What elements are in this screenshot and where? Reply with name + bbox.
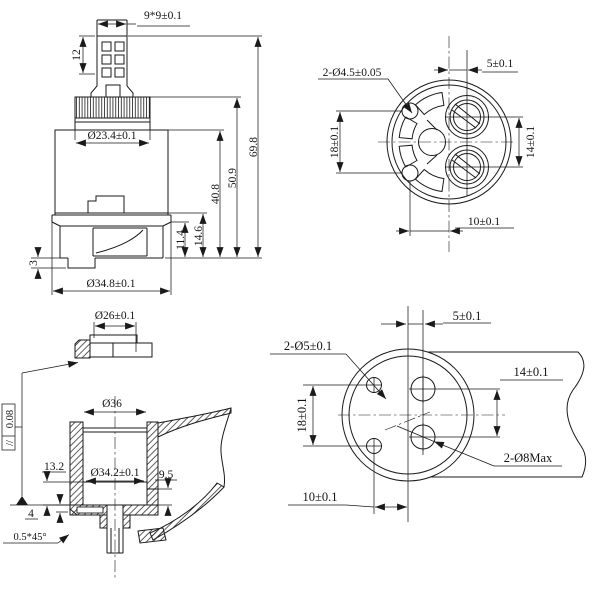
knurled-ring: [74, 96, 151, 130]
dim-stem-square-label: 9*9±0.1: [144, 10, 182, 22]
dim-knurl-dia-label: Ø23.4±0.1: [87, 130, 136, 142]
cartridge-bottom-dimensions: 5±0.1 18±0.1 14±0.1 10±0.1 2-Ø4.5±0.05: [318, 58, 537, 236]
dim-large-holes-label: 2-Ø8Max: [504, 451, 553, 465]
dim-offset-bottom-label: 10±0.1: [468, 216, 500, 228]
side-view-dimensions: 9*9±0.1 12 Ø23.4±0.1 11.4 14.6 40.8 50.9…: [28, 10, 262, 295]
dim-floor-step-label: 4: [28, 508, 34, 520]
parallelism-tolerance-label: 0.08: [5, 410, 16, 428]
dim-ring-dia-label: Ø26±0.1: [95, 310, 136, 322]
dim-offset-bottom-label: 10±0.1: [303, 490, 338, 504]
housing-bottom-dimensions: 5±0.1 2-Ø5±0.1 18±0.1 14±0.1 2-Ø8Max 10±…: [270, 309, 563, 514]
dim-collar-outer-label: 14.6: [193, 226, 205, 246]
ring-dia-dimension: Ø26±0.1: [93, 310, 137, 352]
dim-depth-right-label: 9.5: [159, 469, 174, 481]
housing-section-dimensions: Ø36 Ø34.2±0.1 13.2 9.5 4 0.5*45°: [3, 398, 177, 544]
dim-spacing-left-label: 18±0.1: [329, 126, 341, 158]
dim-chamfer-label: 0.5*45°: [13, 532, 46, 543]
dim-foot-step-label: 3: [28, 260, 40, 266]
dim-stem-height-label: 12: [71, 49, 83, 61]
dim-spacing-right-label: 14±0.1: [525, 126, 537, 158]
cartridge-bottom-view: 5±0.1 18±0.1 14±0.1 10±0.1 2-Ø4.5±0.05: [318, 36, 537, 252]
dim-small-holes-label: 2-Ø5±0.1: [284, 339, 332, 353]
dim-collar-inner-label: 11.4: [175, 230, 187, 250]
housing-bottom-view: 5±0.1 2-Ø5±0.1 18±0.1 14±0.1 2-Ø8Max 10±…: [270, 306, 587, 522]
dim-body-height-label: 40.8: [210, 184, 222, 204]
dim-small-holes-label: 2-Ø4.5±0.05: [323, 67, 382, 79]
cartridge-body: [51, 129, 172, 269]
dim-bore-dia-label: Ø36: [102, 398, 122, 410]
housing-body-section: [69, 396, 232, 578]
housing-section-view: Ø26±0.1 0.08 //: [1, 310, 232, 578]
parallelism-symbol: //: [5, 440, 16, 446]
dim-height-to-knurl-label: 50.9: [227, 168, 239, 188]
housing-bottom-centerlines: [338, 306, 505, 522]
dim-spacing-left-label: 18±0.1: [295, 398, 309, 433]
stem-outline: [90, 19, 134, 97]
dim-spacing-right-label: 14±0.1: [514, 365, 549, 379]
cartridge-side-view: 9*9±0.1 12 Ø23.4±0.1 11.4 14.6 40.8 50.9…: [28, 10, 262, 295]
dim-depth-left-label: 13.2: [44, 461, 64, 473]
dim-offset-top-label: 5±0.1: [453, 309, 482, 323]
datum-and-parallelism: 0.08 //: [1, 360, 79, 506]
cartridge-bottom-centerlines: [378, 36, 523, 252]
retainer-ring-part: [74, 334, 153, 359]
dim-offset-top-label: 5±0.1: [487, 58, 514, 70]
dim-total-height-label: 69.8: [248, 137, 260, 157]
dim-seat-dia-label: Ø34.2±0.1: [90, 467, 139, 479]
dim-base-dia-label: Ø34.8±0.1: [86, 278, 135, 290]
